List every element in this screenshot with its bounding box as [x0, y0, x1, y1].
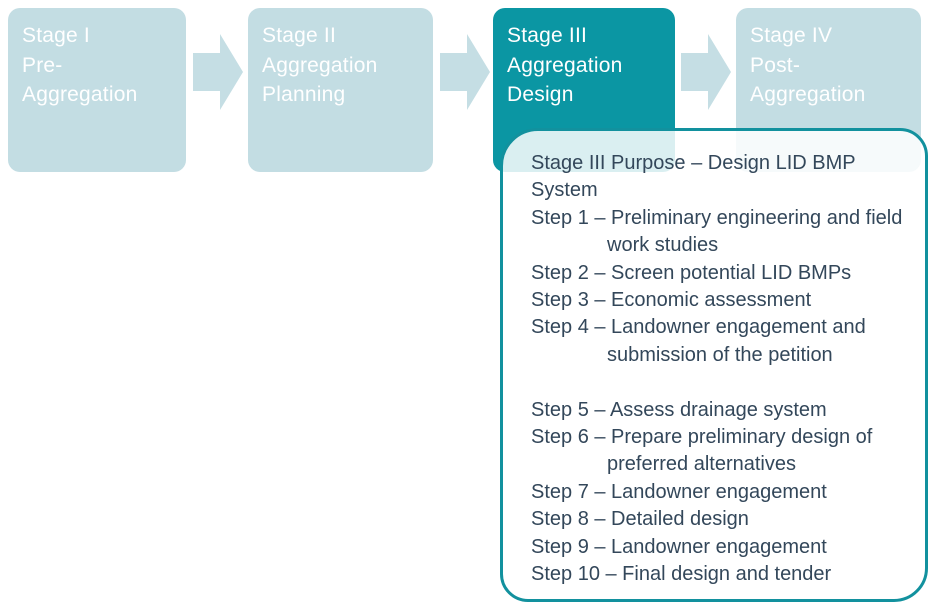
callout-step-line: Step 3 – Economic assessment [531, 289, 812, 312]
stage-3-label-line: Aggregation [507, 53, 623, 77]
stage-1-label-line: Aggregation [22, 83, 138, 106]
callout-step-line: Step 6 – Prepare preliminary design of [531, 426, 873, 449]
stage-3-title: Stage III [507, 24, 588, 47]
flow-arrow-right-icon [440, 34, 490, 110]
callout-step-line: Step 4 – Landowner engagement and [531, 316, 866, 339]
callout-step-line: submission of the petition [607, 343, 833, 366]
callout-steps: Step 1 – Preliminary engineering and fie… [531, 205, 915, 589]
stage-3-label-line: Design [507, 83, 574, 106]
stage-box-stage-1: Stage I Pre- Aggregation [8, 8, 186, 172]
stage-2-label-line: Planning [262, 83, 346, 106]
stage-2-label-line: Aggregation [262, 53, 378, 77]
stage-box-stage-2: Stage II Aggregation Planning [248, 8, 433, 172]
flow-arrow-right-icon [193, 34, 243, 110]
callout-blank-line [531, 369, 915, 396]
callout-step-line: Step 8 – Detailed design [531, 508, 749, 531]
callout-step-line: Step 9 – Landowner engagement [531, 535, 827, 558]
stage-4-title: Stage IV [750, 24, 833, 47]
stage-3-detail-callout: Stage III Purpose – Design LID BMP Syste… [500, 128, 928, 602]
stage-2-title: Stage II [262, 24, 336, 47]
stage-1-title: Stage I [22, 24, 90, 47]
callout-step-line: Step 10 – Final design and tender [531, 563, 832, 586]
callout-title-line: Stage III Purpose – Design LID BMP [531, 152, 856, 174]
stage-1-label-line: Pre- [22, 53, 63, 77]
stage-4-label-line: Aggregation [750, 83, 866, 106]
flow-arrow-right-icon [681, 34, 731, 110]
callout-step-line: preferred alternatives [607, 453, 796, 476]
callout-title-line: System [531, 179, 598, 202]
callout-step-line: Step 5 – Assess drainage system [531, 398, 827, 421]
stage-4-label-line: Post- [750, 53, 801, 77]
callout-step-line: Step 1 – Preliminary engineering and fie… [531, 206, 903, 229]
callout-step-line: Step 7 – Landowner engagement [531, 480, 827, 503]
callout-step-line: Step 2 – Screen potential LID BMPs [531, 261, 852, 284]
callout-step-line: work studies [607, 234, 719, 257]
